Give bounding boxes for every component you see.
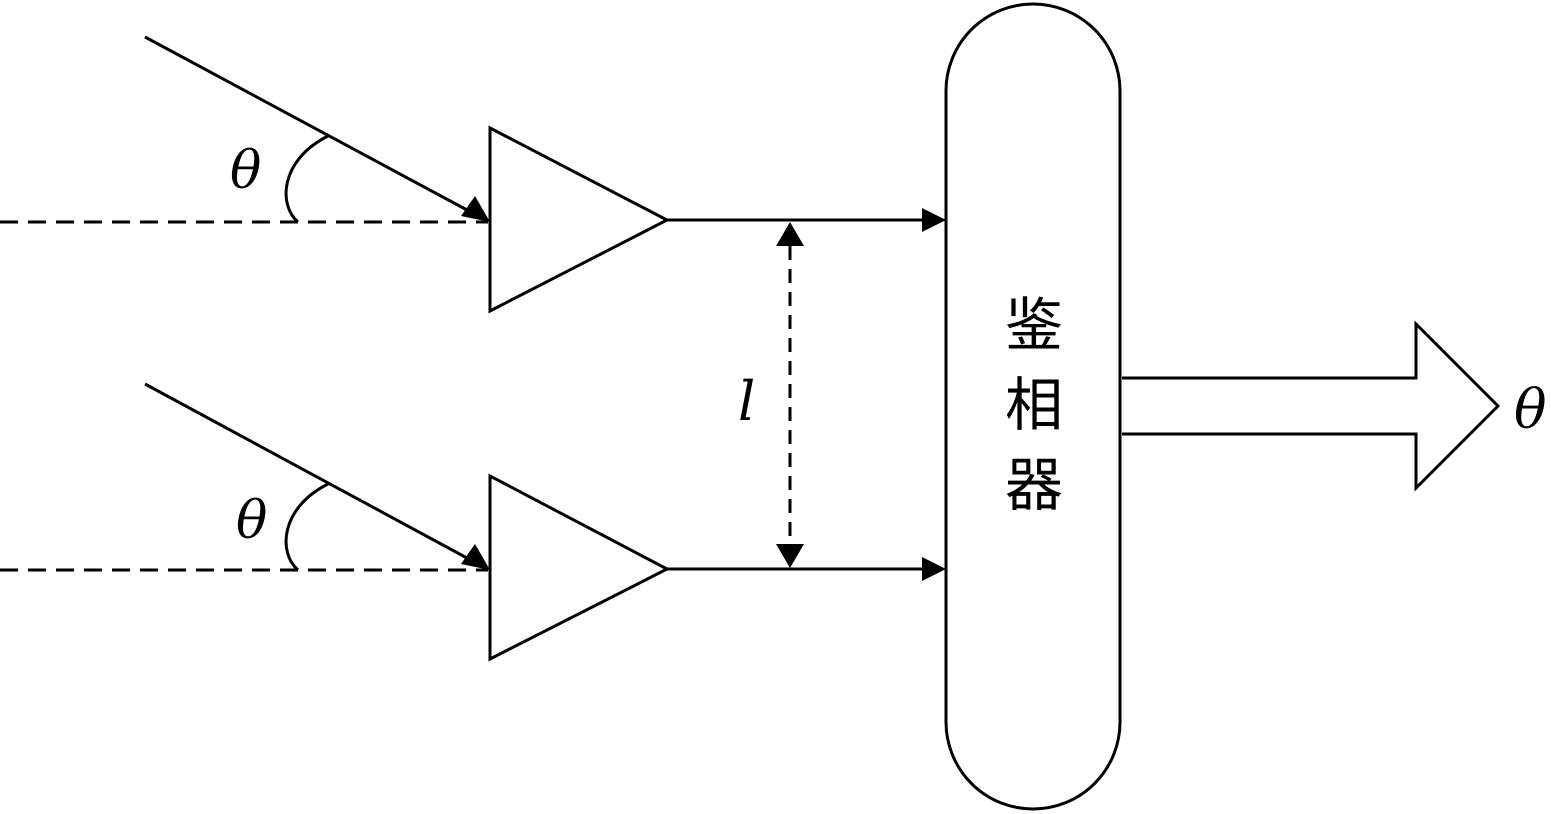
phase-detector-char-1: 鉴 xyxy=(1005,291,1063,359)
baseline-dimension: l xyxy=(738,222,804,568)
channel-top: θ xyxy=(0,35,946,314)
signal-arrowhead-bottom xyxy=(922,557,946,581)
incident-arrowhead-bottom xyxy=(461,544,490,570)
angle-label-bottom: θ xyxy=(236,491,267,551)
output-arrow xyxy=(1122,320,1501,492)
signal-arrowhead-top xyxy=(922,208,946,232)
antenna-bottom xyxy=(488,473,671,662)
angle-label-top: θ xyxy=(230,141,261,201)
angle-arc-bottom xyxy=(284,482,329,572)
phase-detector-box xyxy=(944,2,1122,811)
output-label: θ xyxy=(1514,378,1547,441)
baseline-arrowhead-bottom xyxy=(776,544,804,568)
angle-arc-top xyxy=(284,134,329,224)
incident-ray-bottom xyxy=(144,382,468,560)
baseline-label: l xyxy=(738,370,755,433)
channel-bottom: θ xyxy=(0,382,946,662)
incident-ray-top xyxy=(144,35,468,212)
incident-arrowhead-top xyxy=(461,196,490,222)
phase-detector: 鉴 相 器 xyxy=(944,2,1122,811)
phase-detector-char-3: 器 xyxy=(1005,451,1063,519)
phase-detector-char-2: 相 xyxy=(1005,371,1063,439)
antenna-top xyxy=(488,125,671,314)
output: θ xyxy=(1122,320,1547,492)
baseline-arrowhead-top xyxy=(776,222,804,246)
